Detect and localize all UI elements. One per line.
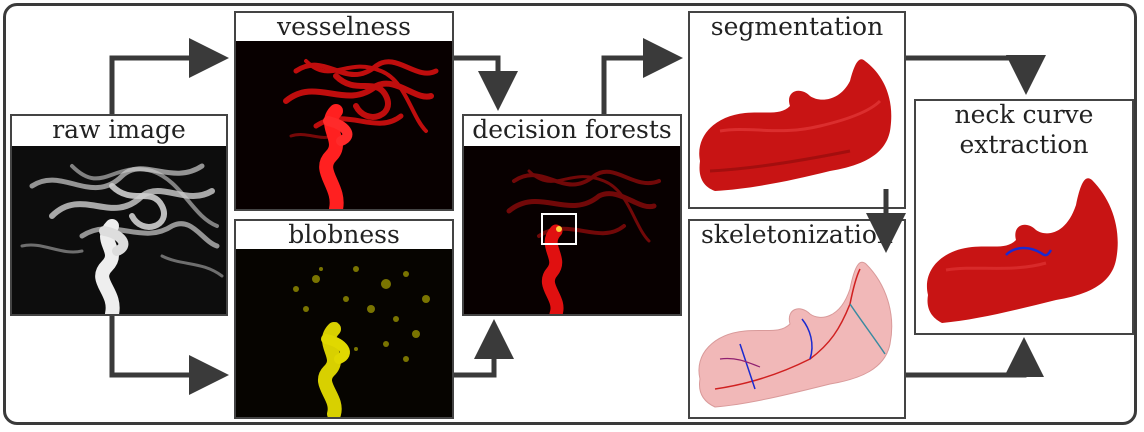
arrow-forests-to-segmentation — [601, 38, 683, 114]
skeletonization-title: skeletonization — [700, 220, 894, 249]
neck-curve-extraction-panel: neck curve extraction — [914, 99, 1134, 335]
neck-curve-title-line1: neck curve — [954, 100, 1094, 129]
arrow-vesselness-to-forests — [454, 55, 518, 111]
red-vessel-map-image — [236, 41, 452, 209]
arrow-raw-to-vesselness — [109, 38, 229, 114]
arrow-blobness-to-forests — [454, 319, 514, 378]
neck-curve-title-line2: extraction — [959, 130, 1089, 159]
arrow-raw-to-blobness — [109, 316, 229, 395]
raw-image-panel: raw image — [10, 114, 228, 316]
detection-map-image — [464, 146, 680, 314]
red-3d-mesh-image — [690, 41, 904, 207]
segmentation-panel: segmentation — [688, 11, 906, 209]
blobness-panel: blobness — [234, 219, 454, 419]
vesselness-panel: vesselness — [234, 11, 454, 211]
vesselness-title: vesselness — [277, 12, 411, 41]
decision-forests-title: decision forests — [472, 115, 672, 144]
decision-forests-panel: decision forests — [462, 114, 682, 316]
raw-image-title: raw image — [52, 115, 186, 144]
mesh-with-neck-curve-image — [916, 165, 1132, 333]
segmentation-title: segmentation — [710, 12, 884, 41]
yellow-blob-map-image — [236, 249, 452, 417]
translucent-mesh-skeleton-image — [690, 249, 904, 417]
arrow-segmentation-to-neck — [906, 55, 1046, 95]
arrow-skeletonization-to-neck — [906, 337, 1044, 378]
blobness-title: blobness — [288, 220, 400, 249]
grayscale-angiogram-image — [12, 146, 226, 314]
